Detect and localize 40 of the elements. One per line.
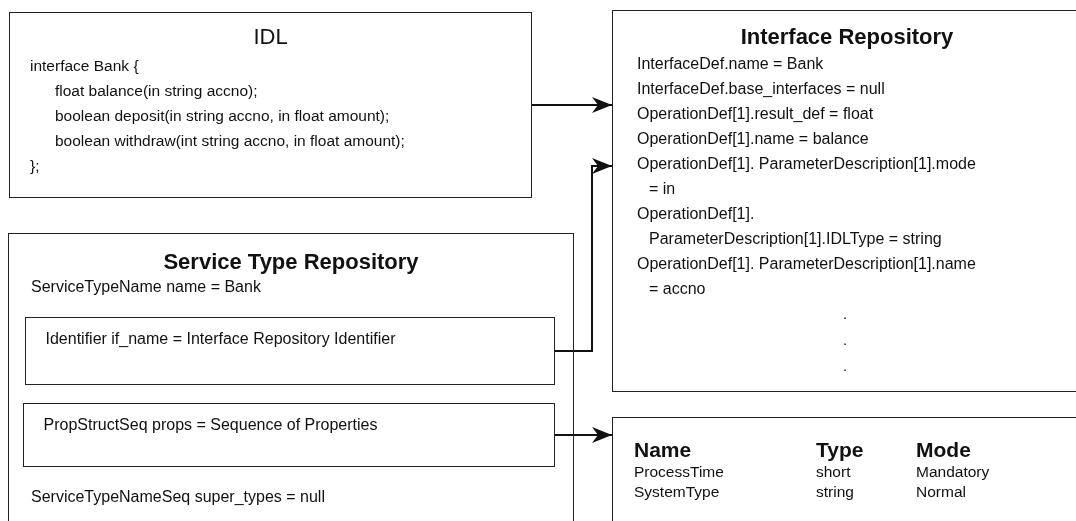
table-cell-text: short	[816, 462, 852, 482]
ellipsis-dot: .	[843, 356, 848, 376]
code-line: float balance(in string accno);	[54, 81, 258, 101]
box-heading: IDL	[252, 23, 289, 51]
attribute-box	[22, 402, 555, 467]
attribute-box	[24, 316, 555, 385]
arrow	[554, 427, 613, 443]
table-cell-text: string	[816, 482, 855, 502]
code-line: };	[30, 156, 40, 176]
box-heading: Interface Repository	[739, 23, 955, 51]
attribute-line: OperationDef[1]. ParameterDescription[1].mode = in	[637, 154, 977, 199]
code-line: boolean withdraw(int string accno, in float amount);	[54, 131, 405, 151]
table-cell-text: Normal	[916, 482, 967, 502]
table-header: Name	[634, 438, 693, 462]
repository-box	[612, 417, 1076, 521]
arrow	[554, 158, 613, 352]
ellipsis-dot: .	[843, 330, 848, 350]
attribute-line: OperationDef[1].result_def = float	[637, 104, 875, 124]
attribute-line: InterfaceDef.name = Bank	[637, 54, 825, 74]
attribute-line: Identifier if_name = Interface Repository Identifier	[45, 328, 396, 349]
box-heading: Service Type Repository	[162, 248, 420, 276]
attribute-line: InterfaceDef.base_interfaces = null	[637, 79, 886, 99]
table-cell-text: ProcessTime	[634, 462, 725, 482]
attribute-line: OperationDef[1].name = balance	[637, 129, 870, 149]
repository-box	[612, 10, 1076, 392]
table-cell: Mandatory	[916, 462, 990, 482]
table-cell-text: SystemType	[634, 482, 721, 502]
table-header: Type	[816, 438, 865, 462]
attribute-line: ServiceTypeName name = Bank	[31, 277, 261, 297]
repository-box	[8, 233, 574, 521]
attribute-line: OperationDef[1]. ParameterDescription[1].IDLType = string	[637, 204, 943, 249]
ellipsis-dot: .	[843, 304, 848, 324]
attribute-line: ServiceTypeNameSeq super_types = null	[31, 487, 325, 507]
code-line: boolean deposit(in string accno, in float amount);	[54, 106, 390, 126]
code-line: interface Bank {	[30, 56, 139, 76]
arrow	[531, 97, 613, 113]
attribute-line: OperationDef[1]. ParameterDescription[1].name = accno	[637, 254, 977, 299]
repository-box	[9, 12, 532, 198]
attribute-line: PropStructSeq props = Sequence of Properties	[43, 414, 378, 435]
table-header: Mode	[916, 438, 972, 462]
